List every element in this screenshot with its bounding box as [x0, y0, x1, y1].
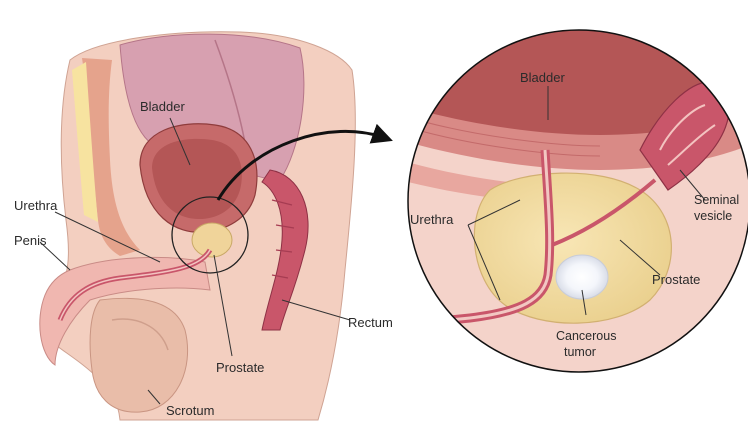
scrotum-organ [90, 298, 188, 412]
label-tumor-line2: tumor [564, 345, 596, 359]
label-tumor-line1: Cancerous [556, 329, 616, 343]
label-prostate-right: Prostate [652, 272, 700, 287]
label-seminal-vesicle-line2: vesicle [694, 209, 732, 223]
prostate-gland [474, 173, 671, 323]
label-penis: Penis [14, 233, 47, 248]
label-bladder-right: Bladder [520, 70, 565, 85]
label-rectum: Rectum [348, 315, 393, 330]
label-urethra-right: Urethra [410, 212, 454, 227]
prostate-organ-small [192, 223, 232, 257]
label-seminal-vesicle-line1: Seminal [694, 193, 739, 207]
left-side-view [40, 32, 356, 420]
label-urethra-left: Urethra [14, 198, 58, 213]
label-scrotum: Scrotum [166, 403, 214, 418]
label-prostate-left: Prostate [216, 360, 264, 375]
label-bladder-left: Bladder [140, 99, 185, 114]
